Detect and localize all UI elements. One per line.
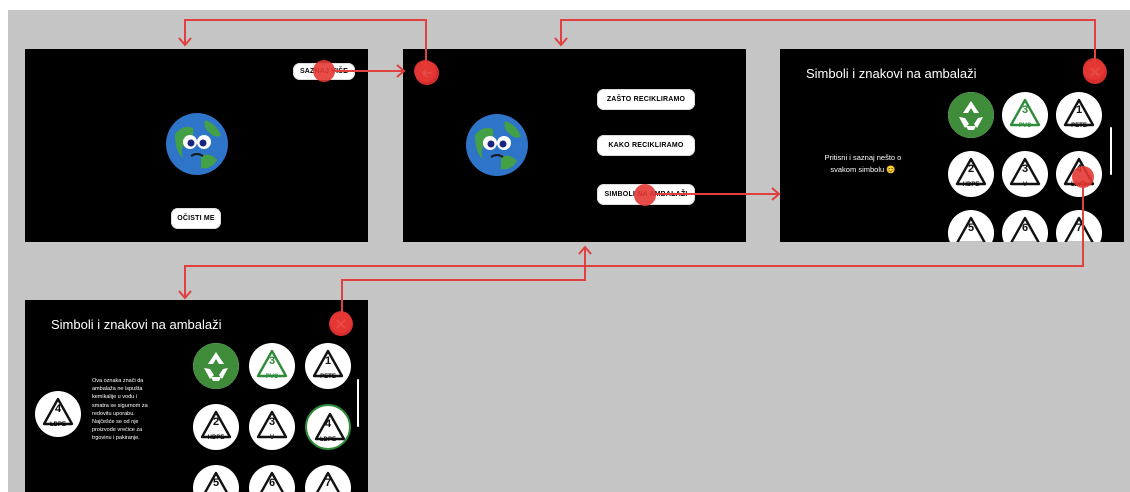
description-line: ambalaža ne ispušta — [92, 386, 143, 393]
symbol-code-5[interactable]: 5 — [948, 210, 994, 242]
hint-line-1: Pritisni i saznaj nešto o — [824, 153, 902, 162]
hotspot-learn-more — [313, 60, 335, 82]
clean-me-button[interactable]: OČISTI ME — [171, 208, 221, 229]
symbol-number: 4 — [54, 403, 62, 415]
hotspot-symbols — [634, 184, 656, 206]
symbol-code-6[interactable]: 6 — [1002, 210, 1048, 242]
symbol-code-7[interactable]: 7 — [1056, 210, 1102, 242]
symbol-number: 3 — [268, 355, 276, 367]
description-line: Ova oznaka znači da — [92, 378, 144, 384]
symbol-code: PVC — [1018, 123, 1032, 129]
frame-symbol-detail: Simboli i znakovi na ambalaži 4 LDPE Ova… — [25, 300, 368, 492]
symbol-code: V — [1022, 182, 1027, 188]
hotspot-back — [414, 60, 436, 82]
symbol-number: 3 — [268, 416, 276, 428]
description-line: Najčešće se od nje — [92, 419, 139, 426]
symbol-number: 7 — [324, 477, 332, 489]
earth-mascot-icon — [166, 113, 228, 175]
symbol-code-6[interactable]: 6 — [249, 465, 295, 492]
symbol-code: PVC — [265, 374, 279, 380]
symbol-code: PETE — [1071, 123, 1087, 129]
frame-menu: ZAŠTO RECIKLIRAMO KAKO RECIKLIRAMO SIMBO… — [403, 49, 746, 242]
description-line: redovitu uporabu. — [92, 410, 135, 417]
symbol-number: 1 — [324, 355, 332, 367]
symbol-code: PETE — [320, 374, 336, 380]
frame-symbols: Simboli i znakovi na ambalaži Pritisni i… — [780, 49, 1124, 242]
page-title: Simboli i znakovi na ambalaži — [51, 317, 222, 332]
symbol-code: LDPE — [319, 437, 336, 443]
symbol-code: HDPE — [962, 182, 980, 188]
hint-line-2: svakom simbolu 😊 — [830, 165, 896, 174]
recycle-triangle-icon — [256, 410, 288, 439]
selected-symbol-ldpe: 4 LDPE — [35, 391, 81, 437]
description-line: proizvode vrećice za — [92, 427, 143, 434]
symbol-recycle[interactable] — [193, 343, 239, 389]
recycle-triangle-icon — [203, 471, 229, 492]
symbol-description: Ova oznaka znači da ambalaža ne ispušta … — [92, 377, 168, 443]
recycle-triangle-icon — [42, 397, 74, 426]
symbol-number: 5 — [967, 222, 975, 234]
recycle-triangle-icon — [1009, 98, 1041, 127]
symbol-number: 5 — [212, 477, 220, 489]
symbol-code: V — [269, 435, 274, 441]
symbol-code-5[interactable]: 5 — [193, 465, 239, 492]
description-line: kemikalije u vodu i — [92, 394, 137, 401]
hint-text: Pritisni i saznaj nešto o svakom simbolu… — [808, 152, 918, 176]
how-recycle-button[interactable]: KAKO RECIKLIRAMO — [597, 135, 695, 156]
hotspot-close-detail — [330, 311, 352, 333]
recycle-triangle-icon — [315, 471, 341, 492]
symbol-recycle[interactable] — [948, 92, 994, 138]
symbol-code: HDPE — [207, 435, 225, 441]
symbol-number: 3 — [1021, 104, 1029, 116]
earth-mascot-icon — [466, 114, 528, 176]
symbol-code-7[interactable]: 7 — [305, 465, 351, 492]
symbol-number: 3 — [1021, 163, 1029, 175]
symbol-number: 7 — [1075, 222, 1083, 234]
symbol-number: 4 — [324, 418, 332, 430]
page-title: Simboli i znakovi na ambalaži — [806, 66, 977, 81]
symbol-number: 6 — [268, 477, 276, 489]
recycle-triangle-icon — [193, 343, 239, 389]
symbol-code: LDPE — [49, 422, 66, 428]
recycle-triangle-icon — [200, 410, 232, 439]
description-line: trgovinu i pakiranje. — [92, 435, 140, 442]
symbol-number: 6 — [1021, 222, 1029, 234]
recycle-triangle-icon — [312, 349, 344, 378]
recycle-triangle-icon — [314, 412, 346, 441]
hotspot-close — [1083, 58, 1105, 80]
symbol-number: 1 — [1075, 104, 1083, 116]
symbol-number: 2 — [212, 416, 220, 428]
description-line: smatra se sigurnom za — [92, 402, 148, 409]
recycle-triangle-icon — [948, 92, 994, 138]
recycle-triangle-icon — [259, 471, 285, 492]
recycle-triangle-icon — [1063, 98, 1095, 127]
recycle-triangle-icon — [256, 349, 288, 378]
why-recycle-button[interactable]: ZAŠTO RECIKLIRAMO — [597, 89, 695, 110]
scrollbar[interactable] — [357, 379, 359, 427]
hotspot-ldpe-symbol — [1072, 166, 1094, 188]
scrollbar[interactable] — [1110, 127, 1112, 175]
symbol-number: 2 — [967, 163, 975, 175]
